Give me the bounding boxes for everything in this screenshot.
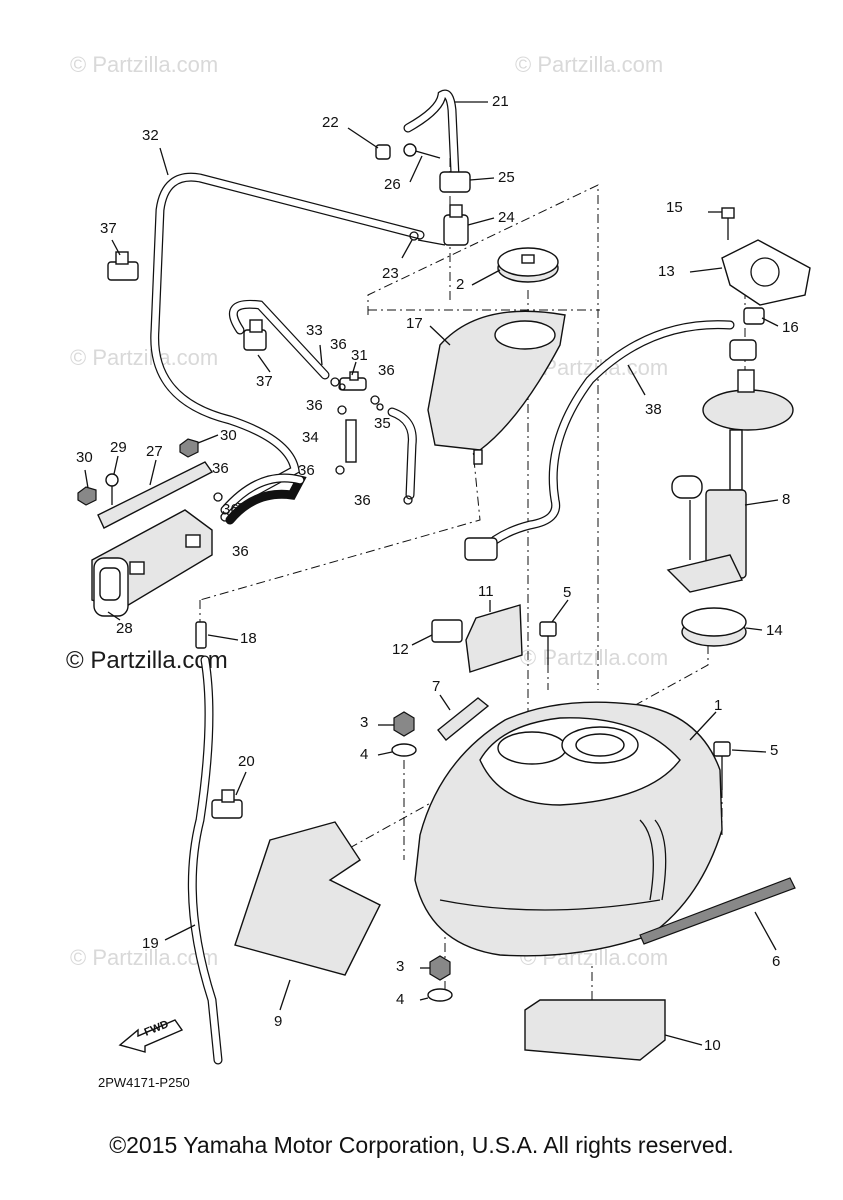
fwd-arrow-icon: FWD xyxy=(118,1018,184,1053)
fuel-tank-1 xyxy=(414,701,723,957)
joint-31 xyxy=(339,371,367,391)
callout-36: 36 xyxy=(232,543,249,560)
callout-23: 23 xyxy=(382,265,399,282)
callout-37: 37 xyxy=(100,220,117,237)
callout-31: 31 xyxy=(351,347,368,364)
leader-lines xyxy=(84,101,779,1046)
callout-7: 7 xyxy=(432,678,440,695)
canister-bracket xyxy=(77,438,214,529)
pump-flange-parts xyxy=(721,207,811,325)
callout-3: 3 xyxy=(360,714,368,731)
side-cover-9 xyxy=(234,821,381,976)
callout-17: 17 xyxy=(406,315,423,332)
clamp-37 xyxy=(107,251,267,351)
callout-6: 6 xyxy=(772,953,780,970)
drain-hose-19 xyxy=(187,621,223,1065)
callout-36: 36 xyxy=(354,492,371,509)
callout-20: 20 xyxy=(238,753,255,770)
callout-22: 22 xyxy=(322,114,339,131)
callout-9: 9 xyxy=(274,1013,282,1030)
callout-30: 30 xyxy=(76,449,93,466)
clip-20 xyxy=(211,789,243,819)
callout-12: 12 xyxy=(392,641,409,658)
callout-29: 29 xyxy=(110,439,127,456)
tank-cover-17 xyxy=(427,310,566,465)
breather-hoses xyxy=(220,299,417,525)
callout-28: 28 xyxy=(116,620,133,637)
callout-5: 5 xyxy=(563,584,571,601)
callout-2: 2 xyxy=(456,276,464,293)
callout-19: 19 xyxy=(142,935,159,952)
copyright-notice: ©2015 Yamaha Motor Corporation, U.S.A. A… xyxy=(109,1132,734,1158)
callout-25: 25 xyxy=(498,169,515,186)
hose-34 xyxy=(345,419,357,463)
pad-10 xyxy=(524,999,666,1061)
callout-36: 36 xyxy=(298,462,315,479)
callout-33: 33 xyxy=(306,322,323,339)
callout-13: 13 xyxy=(658,263,675,280)
canister-28 xyxy=(91,509,213,617)
nuts-washers xyxy=(391,711,453,1002)
callout-18: 18 xyxy=(240,630,257,647)
callout-8: 8 xyxy=(782,491,790,508)
callout-15: 15 xyxy=(666,199,683,216)
callout-4: 4 xyxy=(360,746,368,763)
callout-16: 16 xyxy=(782,319,799,336)
callout-35: 35 xyxy=(374,415,391,432)
callout-24: 24 xyxy=(498,209,515,226)
tank-pads xyxy=(431,604,523,741)
callout-32: 32 xyxy=(142,127,159,144)
fuel-cap-2 xyxy=(497,247,559,283)
callout-10: 10 xyxy=(704,1037,721,1054)
callout-34: 34 xyxy=(302,429,319,446)
watermark-group: © Partzilla.com © Partzilla.com © Partzi… xyxy=(66,52,668,970)
bolts-5 xyxy=(539,621,731,790)
callout-5: 5 xyxy=(770,742,778,759)
watermark: © Partzilla.com xyxy=(520,645,668,670)
callout-36: 36 xyxy=(330,336,347,353)
callout-38: 38 xyxy=(645,401,662,418)
lock-ring-14 xyxy=(681,607,747,647)
callout-14: 14 xyxy=(766,622,783,639)
diagram-code: 2PW4171-P250 xyxy=(98,1075,190,1090)
callout-36: 36 xyxy=(306,397,323,414)
callout-1: 1 xyxy=(714,697,722,714)
callouts: 1 2 3 3 4 4 5 5 6 7 8 9 10 11 12 13 14 1… xyxy=(76,93,799,1054)
strip-6 xyxy=(639,877,796,945)
callout-21: 21 xyxy=(492,93,509,110)
callout-3: 3 xyxy=(396,958,404,975)
callout-26: 26 xyxy=(384,176,401,193)
callout-36: 36 xyxy=(378,362,395,379)
rollover-valve-assy xyxy=(375,89,471,246)
callout-37: 37 xyxy=(256,373,273,390)
watermark: © Partzilla.com xyxy=(70,52,218,77)
watermark: © Partzilla.com xyxy=(515,52,663,77)
hose-clips-36 xyxy=(213,377,413,522)
watermark: © Partzilla.com xyxy=(70,945,218,970)
callout-27: 27 xyxy=(146,443,163,460)
callout-36: 36 xyxy=(222,501,239,518)
callout-36: 36 xyxy=(212,460,229,477)
fuel-pump-8 xyxy=(666,369,794,593)
callout-11: 11 xyxy=(478,583,494,600)
fuel-hose-38 xyxy=(464,320,757,561)
callout-30: 30 xyxy=(220,427,237,444)
watermark: © Partzilla.com xyxy=(70,345,218,370)
callout-4: 4 xyxy=(396,991,404,1008)
vent-hose-32 xyxy=(150,172,425,505)
